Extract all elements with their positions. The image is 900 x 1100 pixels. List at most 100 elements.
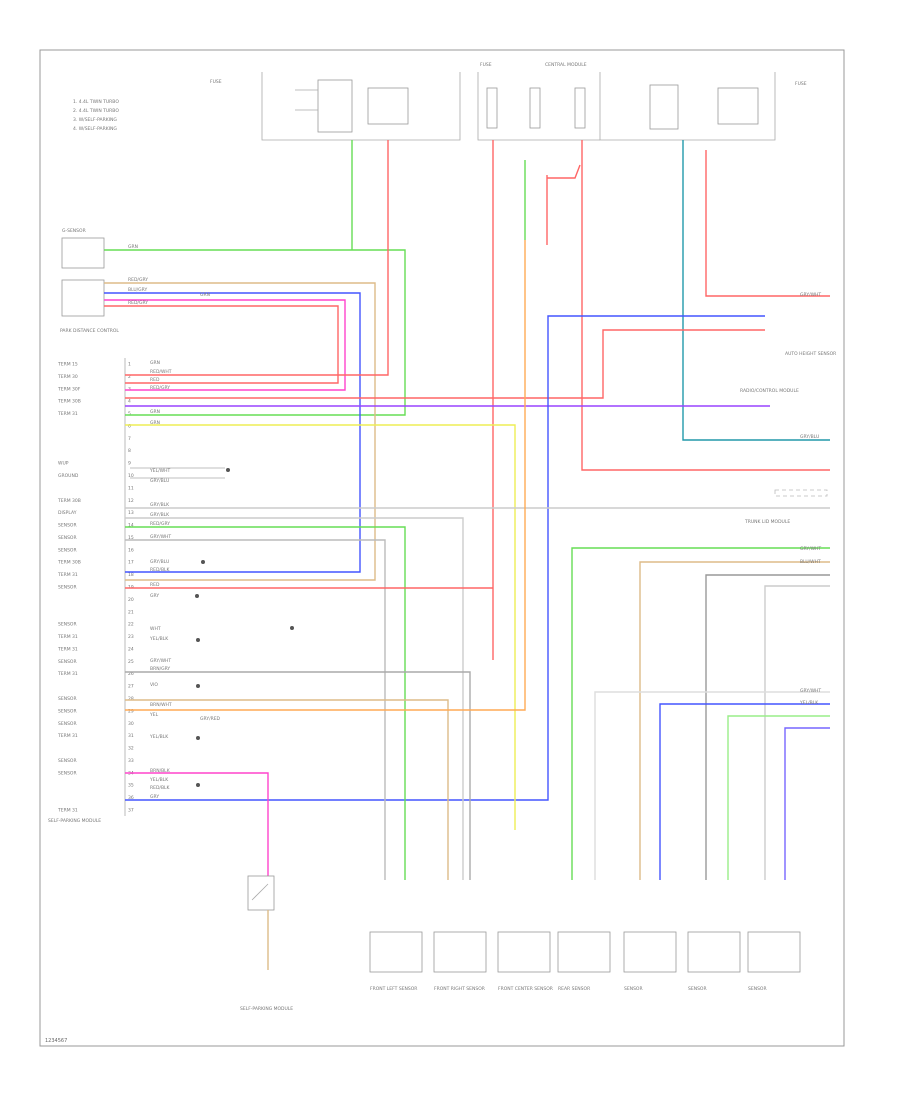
switch-box [247,875,275,911]
wl-39: GRY/RED [200,716,221,722]
wl-22: GRY/WHT [150,658,171,664]
pin-label: TERM 31 [57,634,78,640]
sensor-label-4: REAR SENSOR [558,986,590,992]
wire-red-fuse-3 [581,140,830,471]
wl-9: GRN [150,420,160,426]
trunk-dash [774,489,828,497]
module-mid-left [61,279,105,317]
wire-pink-low [125,772,269,880]
pin-number: 3 [128,386,131,392]
comp-label-trunk: TRUNK LID MODULE [744,519,790,525]
comp-label-gsensor: G-SENSOR [62,228,86,234]
pin-label: SENSOR [58,708,77,714]
wire-red-bus-3 [125,329,765,399]
wl-12: GRY/BLK [150,502,170,508]
wl-2: BLU/GRY [128,287,148,293]
pin-number: 6 [128,423,131,429]
wl-6: RED [150,377,160,383]
wire-green-bus [104,249,406,416]
wl-24: VIO [150,682,158,688]
sensor-box-5 [623,931,677,973]
pin-number: 10 [128,473,134,479]
pin-number: 18 [128,572,134,578]
connector-dot-6 [196,684,200,688]
pin-number: 26 [128,671,134,677]
wl-21: YEL/BLK [149,636,169,642]
comp-label-auto-height: AUTO HEIGHT SENSOR [785,351,836,357]
pin-number: 29 [128,708,134,714]
relay-3 [649,84,679,130]
wire-tan-mid [125,699,449,880]
wl-31: GRY [150,794,159,800]
wl-36: GRY/WHT [800,688,821,694]
wl-27: YEL/BLK [149,734,169,740]
pin-number: 4 [128,399,131,405]
wire-teal-right [682,140,830,441]
wire-blueviolet-right [784,727,830,880]
sensor-label-3: FRONT CENTER SENSOR [498,986,553,992]
relay-1 [317,79,353,133]
connector-dot-3 [195,594,199,598]
wl-33: GRY/BLU [800,434,819,440]
pin-label: TERM 31 [57,808,78,814]
pin-number: 30 [128,721,134,727]
sensor-label-2: FRONT RIGHT SENSOR [434,986,485,992]
wire-red-bus [104,305,339,384]
pin-number: 27 [128,684,134,690]
pin-number: 11 [128,485,134,491]
pin-label: TERM 30 [57,374,78,380]
wl-13: GRY/BLK [150,512,170,518]
pin-label: TERM 30F [57,386,81,392]
switch-contact [251,883,269,901]
pin-number: 8 [128,448,131,454]
comp-label-self-parking: SELF-PARKING MODULE [48,818,101,824]
pin-number: 22 [128,622,134,628]
legend-3: 3. W/SELF-PARKING [73,117,117,123]
pin-label: SENSOR [58,622,77,628]
comp-label-central-module: CENTRAL MODULE [545,62,587,68]
pin-number: 9 [128,461,131,467]
pin-label: SENSOR [58,721,77,727]
relay-housing-left [261,72,461,141]
wire-green-long [125,526,406,880]
wl-0: GRN [128,244,138,250]
wl-28: BRN/BLK [150,768,171,774]
pin-number: 1 [128,362,131,368]
comp-label-fuse-right: FUSE [795,81,807,87]
wire-blue-bus [104,292,361,573]
self-parking-switch: SELF-PARKING MODULE [240,875,293,1012]
relay-4 [717,87,759,125]
pin-number: 2 [128,374,131,380]
wl-30: RED/BLK [150,785,171,791]
pin-number: 7 [128,436,131,442]
connector-dot-7 [196,736,200,740]
pin-number: 20 [128,597,134,603]
comp-label-radio: RADIO/CONTROL MODULE [740,388,799,394]
pin-number: 35 [128,783,134,789]
wire-gray-mid [125,671,471,880]
wl-26: YEL [149,712,159,718]
pin-label: SENSOR [58,770,77,776]
pin-number: 25 [128,659,134,665]
wl-25: BRN/WHT [150,702,172,708]
footer-id: 1234567 [45,1038,67,1044]
wl-35: BLU/WHT [800,559,821,565]
pin-label: TERM 30B [57,498,81,504]
wl-23: BRN/GRY [150,666,170,672]
wire-red-right [705,150,830,297]
pin-number: 15 [128,535,134,541]
fuse-1 [486,87,498,129]
sensor-box-4 [557,931,611,973]
bottom-sensors: FRONT LEFT SENSOR FRONT RIGHT SENSOR FRO… [369,931,801,992]
wl-19: GRY [150,593,159,599]
pin-label: TERM 31 [57,572,78,578]
wl-1: RED/GRY [128,277,148,283]
module-upper-left [61,237,105,269]
wire-lightgray-right-2 [594,691,830,880]
top-components: FUSE FUSE FUSE CENTRAL MODULE [210,62,807,141]
pin-label: SENSOR [58,758,77,764]
comp-label-fuse-mid: FUSE [480,62,492,68]
fuse-3 [574,87,586,129]
legend-1: 1. 4.4L TWIN TURBO [73,99,119,105]
